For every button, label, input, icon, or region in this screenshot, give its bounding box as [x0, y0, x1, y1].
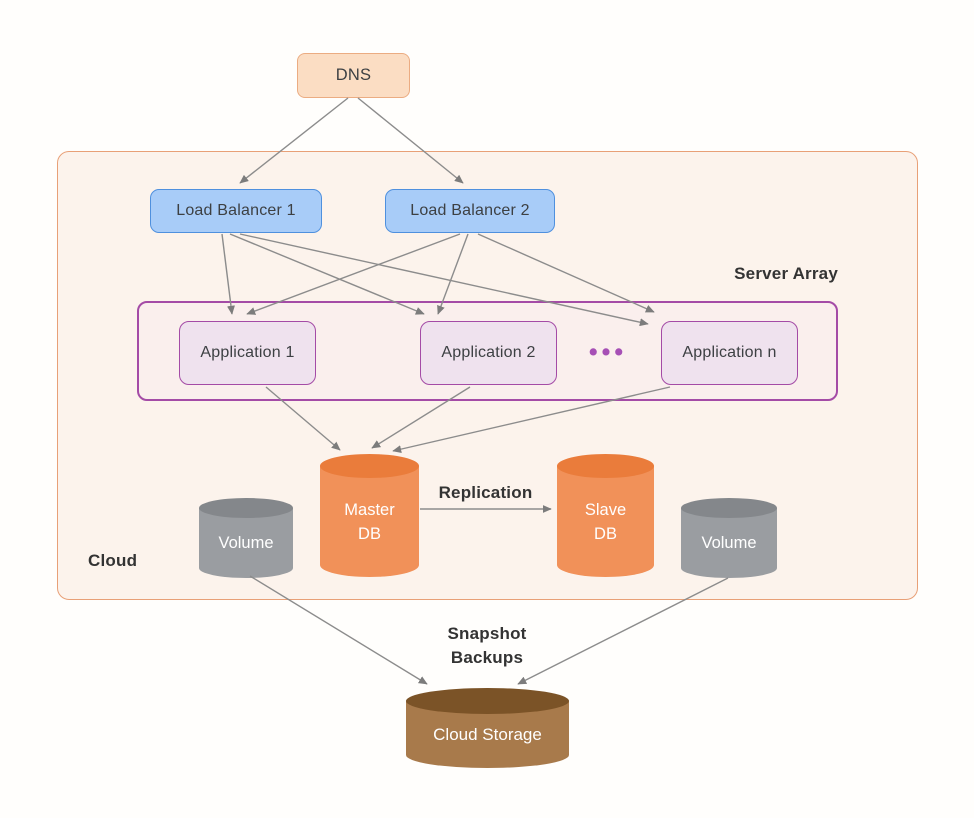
- application-2-node: Application 2: [420, 321, 557, 385]
- load-balancer-1-label: Load Balancer 1: [176, 202, 296, 219]
- volume-left-label: Volume: [218, 534, 274, 552]
- volume-left-node: Volume: [199, 498, 293, 578]
- cloud-storage-label: Cloud Storage: [433, 724, 542, 744]
- load-balancer-2-node: Load Balancer 2: [385, 189, 555, 233]
- volume-cylinder-icon: [199, 498, 293, 578]
- master-db-node: Master DB: [320, 454, 419, 577]
- application-n-label: Application n: [682, 344, 777, 361]
- storage-cylinder-icon: [406, 688, 569, 768]
- load-balancer-2-label: Load Balancer 2: [410, 202, 530, 219]
- master-db-label: Master DB: [344, 500, 395, 543]
- dns-label: DNS: [335, 66, 372, 84]
- volume-cylinder-icon: [681, 498, 777, 578]
- application-1-node: Application 1: [179, 321, 316, 385]
- volume-right-label: Volume: [701, 534, 757, 552]
- database-cylinder-icon: [320, 454, 419, 577]
- cloud-storage-node: Cloud Storage: [406, 688, 569, 768]
- slave-db-label: Slave DB: [584, 500, 627, 543]
- replication-label: Replication: [438, 483, 533, 502]
- dns-node: DNS: [297, 53, 410, 98]
- application-2-label: Application 2: [441, 344, 536, 361]
- cloud-label: Cloud: [88, 551, 138, 570]
- volume-right-node: Volume: [681, 498, 777, 578]
- load-balancer-1-node: Load Balancer 1: [150, 189, 322, 233]
- slave-db-node: Slave DB: [557, 454, 654, 577]
- server-array-label: Server Array: [734, 264, 838, 283]
- snapshot-backups-label: Snapshot Backups: [447, 624, 527, 667]
- ellipsis-dots: •••: [588, 337, 628, 366]
- application-n-node: Application n: [661, 321, 798, 385]
- application-1-label: Application 1: [200, 344, 295, 361]
- database-cylinder-icon: [557, 454, 654, 577]
